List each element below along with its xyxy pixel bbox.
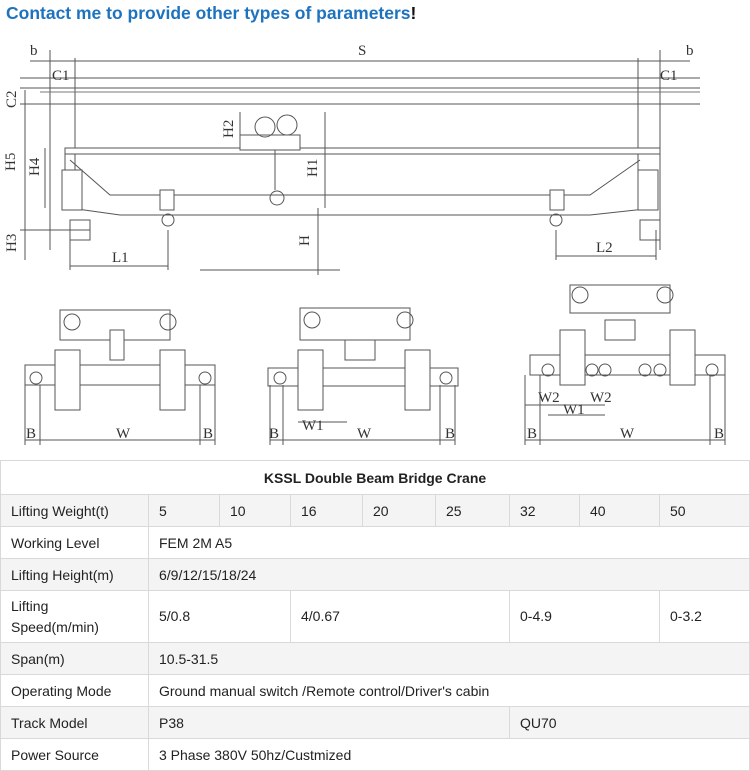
weight-cell: 5 xyxy=(148,494,220,527)
crane-spec-table: KSSL Double Beam Bridge Crane Lifting We… xyxy=(0,460,750,771)
dim-w2-view3-right: W2 xyxy=(590,390,612,406)
weight-cell: 20 xyxy=(362,494,436,527)
row-label: Lifting Height(m) xyxy=(0,558,149,591)
table-row: Lifting Height(m) 6/9/12/15/18/24 xyxy=(0,558,750,591)
row-label: Lifting Speed(m/min) xyxy=(0,590,149,643)
front-view-double-trolley xyxy=(267,307,459,445)
level-cell: FEM 2M A5 xyxy=(147,526,750,559)
row-label: Lifting Weight(t) xyxy=(0,494,149,527)
dim-c1-right: C1 xyxy=(660,68,678,84)
row-label: Span(m) xyxy=(0,642,149,675)
dim-b-view1-left: B xyxy=(26,426,36,442)
front-view-wide-trolley xyxy=(524,284,726,445)
crane-drawing-svg: b S b C1 C1 C2 H2 H5 H4 H1 H H3 L1 L2 B … xyxy=(3,43,726,445)
speed-cell: 4/0.67 xyxy=(290,590,510,643)
headline-text: Contact me to provide other types of par… xyxy=(6,3,411,23)
dim-w-view3: W xyxy=(620,426,635,442)
dimension-labels: b S b C1 C1 C2 H2 H5 H4 H1 H H3 L1 L2 B … xyxy=(3,43,724,442)
table-row: Lifting Speed(m/min) 5/0.8 4/0.67 0-4.9 … xyxy=(0,590,750,643)
track-cell: P38 xyxy=(148,706,510,739)
weight-cell: 10 xyxy=(219,494,291,527)
table-title: KSSL Double Beam Bridge Crane xyxy=(0,460,750,495)
mode-cell: Ground manual switch /Remote control/Dri… xyxy=(147,674,750,707)
page-headline: Contact me to provide other types of par… xyxy=(6,3,416,27)
speed-cell: 0-4.9 xyxy=(509,590,660,643)
row-label: Working Level xyxy=(0,526,149,559)
dim-b-left: b xyxy=(30,43,38,59)
dim-w2-view3-left: W2 xyxy=(538,390,560,406)
height-cell: 6/9/12/15/18/24 xyxy=(147,558,750,591)
dim-b-view2-left: B xyxy=(269,426,279,442)
speed-cell: 5/0.8 xyxy=(148,590,291,643)
power-cell: 3 Phase 380V 50hz/Custmized xyxy=(147,738,750,771)
table-row: Lifting Weight(t) 5 10 16 20 25 32 40 50 xyxy=(0,494,750,527)
dim-h4: H4 xyxy=(27,157,43,176)
row-label: Power Source xyxy=(0,738,149,771)
table-row: Track Model P38 QU70 xyxy=(0,706,750,739)
dim-w-view1: W xyxy=(116,426,131,442)
weight-cell: 40 xyxy=(579,494,660,527)
dim-h5: H5 xyxy=(3,153,19,171)
dim-b-view2-right: B xyxy=(445,426,455,442)
dim-h1: H1 xyxy=(305,159,321,177)
table-row: Working Level FEM 2M A5 xyxy=(0,526,750,559)
span-cell: 10.5-31.5 xyxy=(147,642,750,675)
dim-l2: L2 xyxy=(596,240,613,256)
dim-b-view3-right: B xyxy=(714,426,724,442)
dim-h3: H3 xyxy=(4,234,20,252)
weight-cell: 16 xyxy=(290,494,363,527)
dim-b-view1-right: B xyxy=(203,426,213,442)
front-view-single-trolley xyxy=(24,309,216,445)
headline-mark: ! xyxy=(410,3,417,23)
table-row: Span(m) 10.5-31.5 xyxy=(0,642,750,675)
dim-l1: L1 xyxy=(112,250,129,266)
table-title-row: KSSL Double Beam Bridge Crane xyxy=(0,460,750,495)
table-row: Operating Mode Ground manual switch /Rem… xyxy=(0,674,750,707)
dim-c2: C2 xyxy=(4,90,20,108)
crane-technical-drawing: b S b C1 C1 C2 H2 H5 H4 H1 H H3 L1 L2 B … xyxy=(0,30,750,460)
dim-b-view3-left: B xyxy=(527,426,537,442)
table-row: Power Source 3 Phase 380V 50hz/Custmized xyxy=(0,738,750,771)
weight-cell: 32 xyxy=(509,494,580,527)
row-label: Track Model xyxy=(0,706,149,739)
dim-w1-view2: W1 xyxy=(302,418,324,434)
dim-w-view2: W xyxy=(357,426,372,442)
dim-c1-left: C1 xyxy=(52,68,70,84)
dim-w1-view3: W1 xyxy=(563,402,585,418)
weight-cell: 50 xyxy=(658,494,750,527)
dim-h2: H2 xyxy=(221,120,237,138)
side-view xyxy=(20,50,700,275)
dim-s: S xyxy=(358,43,366,59)
track-cell: QU70 xyxy=(508,706,750,739)
speed-cell: 0-3.2 xyxy=(658,590,750,643)
dim-h: H xyxy=(297,235,313,246)
row-label: Operating Mode xyxy=(0,674,149,707)
weight-cell: 25 xyxy=(435,494,510,527)
dim-b-right: b xyxy=(686,43,694,59)
